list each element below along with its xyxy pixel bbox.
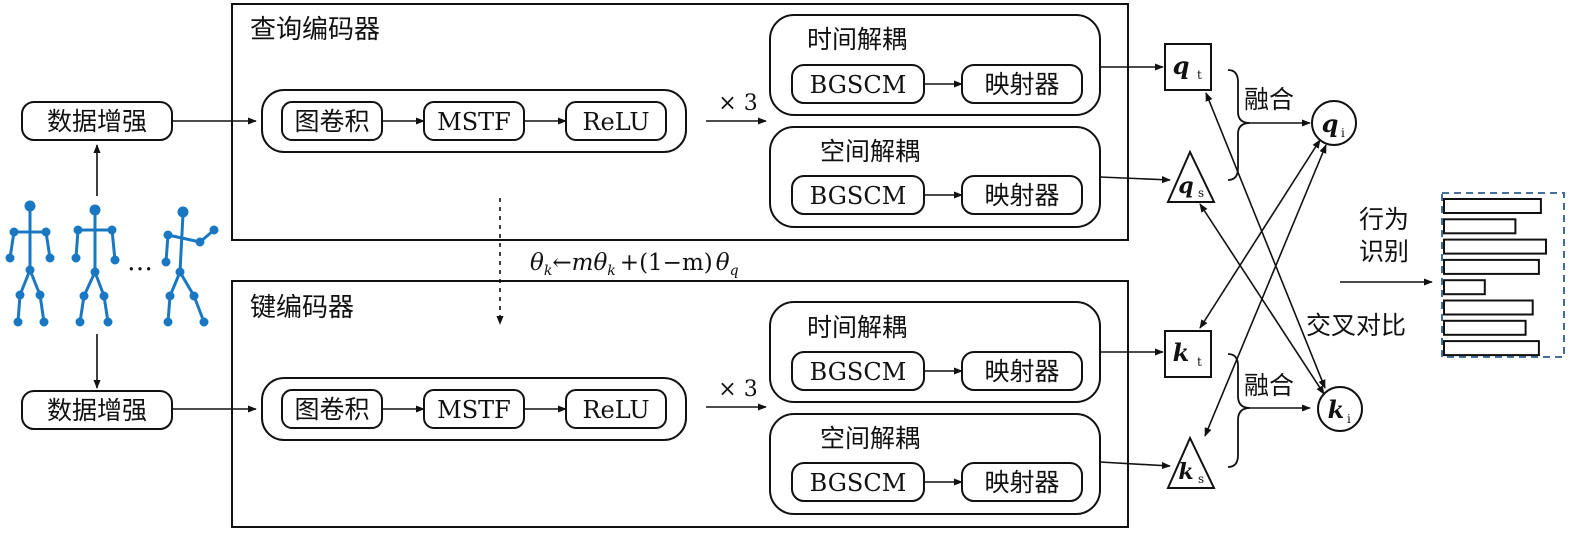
svg-text:t: t xyxy=(1197,68,1202,82)
query-spatial-group: 空间解耦 BGSCM 映射器 xyxy=(769,126,1101,228)
key-temporal-group: 时间解耦 BGSCM 映射器 xyxy=(769,301,1101,403)
feature-ks: k s xyxy=(1166,435,1216,489)
recognition-bar xyxy=(1443,258,1540,275)
feature-qi: q i xyxy=(1311,100,1357,146)
svg-text:MSTF: MSTF xyxy=(437,108,511,136)
recognition-bars xyxy=(1443,198,1547,357)
recognition-bar xyxy=(1443,340,1540,357)
svg-text:空间解耦: 空间解耦 xyxy=(820,137,920,166)
svg-text:q: q xyxy=(1178,173,1193,199)
query-block-gcn: 图卷积 xyxy=(281,101,383,141)
action-recognition-label-line1: 行为 xyxy=(1359,205,1409,234)
ellipsis-label: … xyxy=(127,247,153,277)
svg-text:数据增强: 数据增强 xyxy=(47,396,147,425)
feature-qt: q t xyxy=(1164,43,1212,91)
svg-text:BGSCM: BGSCM xyxy=(810,182,907,210)
fusion-label-query: 融合 xyxy=(1244,85,1294,114)
recognition-bar xyxy=(1443,319,1527,336)
key-repeat: × 3 xyxy=(718,377,757,402)
svg-text:s: s xyxy=(1198,186,1204,200)
key-block-gcn: 图卷积 xyxy=(281,389,383,429)
svg-text:k: k xyxy=(1328,395,1345,424)
svg-text:映射器: 映射器 xyxy=(984,357,1059,386)
svg-text:数据增强: 数据增强 xyxy=(47,107,147,136)
recognition-bar xyxy=(1443,299,1534,316)
cross-contrast-label: 交叉对比 xyxy=(1306,311,1406,340)
key-encoder-title: 键编码器 xyxy=(250,293,354,323)
svg-text:图卷积: 图卷积 xyxy=(294,395,369,424)
svg-text:映射器: 映射器 xyxy=(984,70,1059,99)
skeleton-figures xyxy=(5,200,219,327)
momentum-update-formula: θk←mθk+(1−m)θq xyxy=(530,250,739,279)
feature-kt: k t xyxy=(1164,330,1212,378)
key-block-mstf: MSTF xyxy=(423,389,525,429)
skeleton-figure-1 xyxy=(5,200,55,327)
cross-contrast-arrows xyxy=(1199,92,1327,437)
svg-text:BGSCM: BGSCM xyxy=(810,358,907,386)
svg-text:i: i xyxy=(1341,126,1345,140)
query-encoder: 查询编码器 图卷积 MSTF ReLU × 3 时间解耦 BGSCM 映射器 空… xyxy=(231,3,1129,241)
recognition-bar xyxy=(1443,218,1517,235)
svg-text:t: t xyxy=(1197,355,1202,369)
skeleton-figure-3 xyxy=(161,206,219,327)
query-block-relu: ReLU xyxy=(565,101,667,141)
svg-text:k: k xyxy=(1173,338,1190,367)
feature-qs: q s xyxy=(1166,149,1216,203)
recognition-bar xyxy=(1443,238,1547,255)
svg-text:时间解耦: 时间解耦 xyxy=(807,313,907,342)
svg-text:q: q xyxy=(1322,109,1339,138)
skeleton-figure-2 xyxy=(71,204,120,327)
key-block-relu: ReLU xyxy=(565,389,667,429)
key-spatial-group: 空间解耦 BGSCM 映射器 xyxy=(769,413,1101,515)
svg-text:MSTF: MSTF xyxy=(437,396,511,424)
query-encoder-title: 查询编码器 xyxy=(250,15,380,45)
augment-box-top: 数据增强 xyxy=(21,101,173,141)
svg-text:ReLU: ReLU xyxy=(582,108,649,136)
svg-text:s: s xyxy=(1198,472,1204,486)
svg-text:映射器: 映射器 xyxy=(984,181,1059,210)
svg-text:BGSCM: BGSCM xyxy=(810,469,907,497)
feature-ki: k i xyxy=(1317,386,1363,432)
action-recognition-label-line2: 识别 xyxy=(1359,237,1409,266)
recognition-bar xyxy=(1443,198,1542,214)
recognition-output-box xyxy=(1441,192,1565,358)
fusion-label-key: 融合 xyxy=(1244,371,1294,400)
key-pipeline xyxy=(261,377,687,441)
augment-box-bottom: 数据增强 xyxy=(21,390,173,430)
svg-text:图卷积: 图卷积 xyxy=(294,107,369,136)
svg-text:ReLU: ReLU xyxy=(582,396,649,424)
svg-text:BGSCM: BGSCM xyxy=(810,71,907,99)
recognition-bar xyxy=(1443,279,1486,296)
query-repeat: × 3 xyxy=(718,91,757,116)
svg-text:i: i xyxy=(1347,412,1351,426)
key-encoder: 键编码器 图卷积 MSTF ReLU × 3 时间解耦 BGSCM 映射器 空间… xyxy=(231,280,1129,528)
svg-text:k: k xyxy=(1178,459,1193,485)
query-block-mstf: MSTF xyxy=(423,101,525,141)
query-pipeline xyxy=(261,89,687,153)
svg-text:q: q xyxy=(1173,51,1190,80)
svg-text:映射器: 映射器 xyxy=(984,468,1059,497)
svg-text:时间解耦: 时间解耦 xyxy=(807,25,907,54)
query-temporal-group: 时间解耦 BGSCM 映射器 xyxy=(769,14,1101,116)
svg-text:空间解耦: 空间解耦 xyxy=(820,424,920,453)
